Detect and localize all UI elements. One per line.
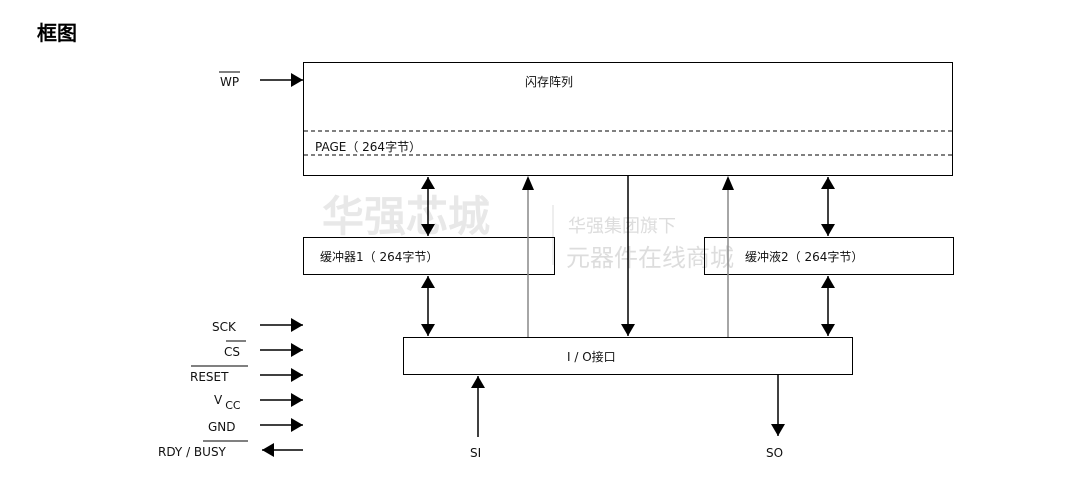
buffer1-box (303, 237, 555, 275)
watermark-line1: 华强集团旗下 (568, 216, 676, 237)
rdy-busy-label: RDY / BUSY (158, 445, 227, 459)
watermark: 华强芯城 华强集团旗下 元器件在线商城 (322, 192, 734, 272)
sck-label: SCK (212, 320, 237, 334)
reset-label: RESET (190, 370, 229, 384)
buffer2-box (704, 237, 954, 275)
so-label: SO (766, 446, 783, 460)
gnd-label: GND (208, 420, 236, 434)
cs-label: CS (224, 345, 240, 359)
io-interface-box (403, 337, 853, 375)
watermark-line2: 元器件在线商城 (566, 244, 734, 272)
buffer2-label: 缓冲液2（ 264字节） (745, 249, 863, 264)
page-label: PAGE（ 264字节） (315, 139, 421, 154)
flash-array-box (303, 62, 953, 176)
heading: 框图 (37, 21, 77, 45)
watermark-logo: 华强芯城 (322, 192, 490, 241)
wp-label: WP (220, 75, 239, 89)
flash-array-label: 闪存阵列 (525, 75, 573, 89)
buffer1-label: 缓冲器1（ 264字节） (320, 249, 438, 264)
si-label: SI (470, 446, 481, 460)
io-interface-label: I / O接口 (567, 349, 616, 364)
